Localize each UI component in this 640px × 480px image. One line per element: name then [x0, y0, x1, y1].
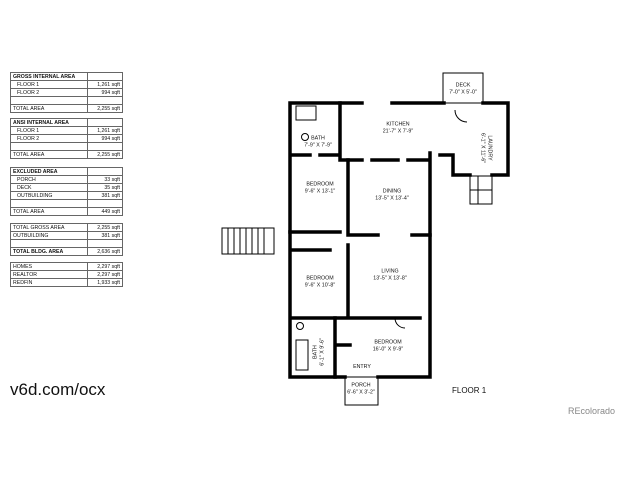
room-dim: 6'-6" X 3'-2": [347, 389, 375, 395]
room-entry: ENTRY: [353, 364, 371, 371]
tour-url: v6d.com/ocx: [10, 380, 106, 399]
room-dim: 13'-5" X 13'-8": [373, 275, 407, 281]
area-value: 2,636 sqft: [87, 247, 123, 256]
room-dim: 21'-7" X 7'-9": [382, 128, 414, 134]
brand-watermark: REcolorado: [568, 406, 616, 416]
room-name: KITCHEN: [386, 121, 410, 128]
room-dim: 9'-6" X 10'-8": [304, 282, 336, 288]
room-name: LIVING: [381, 268, 399, 275]
room-name: BEDROOM: [306, 181, 334, 188]
room-name: ENTRY: [353, 363, 371, 370]
room-name: PORCH: [351, 382, 371, 389]
room-name: BEDROOM: [374, 339, 402, 346]
room-name: BATH: [311, 135, 325, 142]
area-value: 449 sqft: [87, 207, 123, 216]
room-name: LAUNDRY: [486, 135, 493, 161]
room-dim: 16'-0" X 9'-9": [372, 346, 404, 352]
room-dim: 13'-5" X 13'-4": [375, 195, 409, 201]
area-value: 1,933 sqft: [87, 278, 123, 287]
room-dim: 7'-9" X 7'-9": [304, 142, 332, 148]
room-dim: 6'-1" X 11'-6": [480, 132, 486, 164]
room-name: BEDROOM: [306, 275, 334, 282]
floor-label: FLOOR 1: [452, 386, 487, 395]
room-name: DINING: [382, 188, 402, 195]
room-dim: 9'-6" X 13'-1": [304, 188, 336, 194]
area-value: 2,255 sqft: [87, 150, 123, 159]
room-dim: 7'-0" X 5'-0": [449, 89, 477, 95]
room-name: DECK: [455, 82, 471, 89]
room-dim: 6'-1" X 9'-6": [319, 338, 325, 366]
area-value: 2,255 sqft: [87, 104, 123, 113]
